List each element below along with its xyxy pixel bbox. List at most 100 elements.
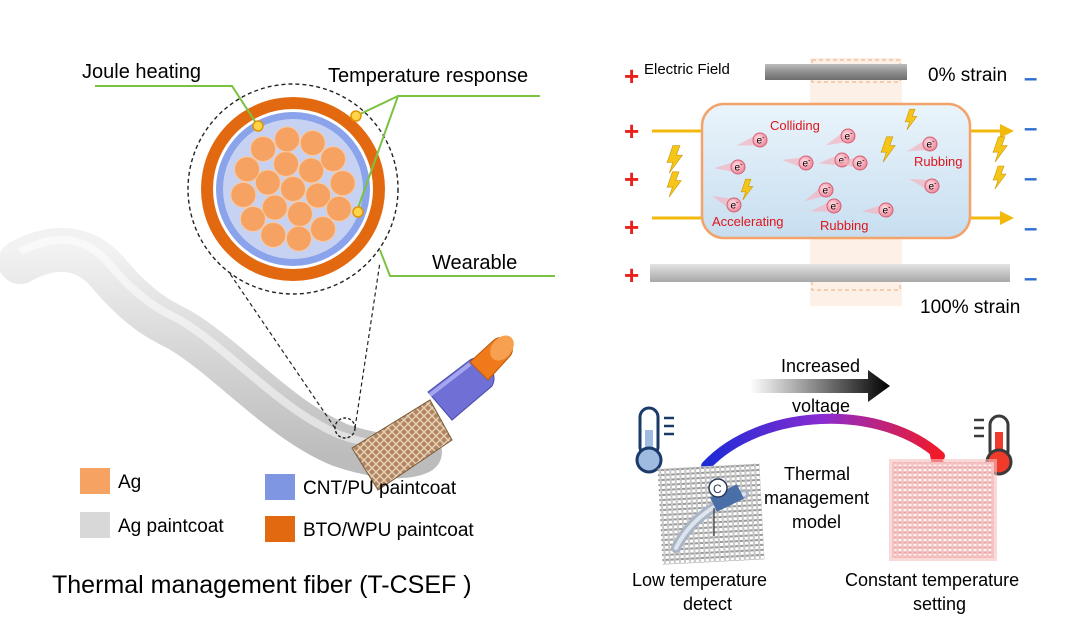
electron: e-: [782, 155, 814, 171]
silver-wire: [260, 221, 287, 248]
electron: e-: [804, 182, 834, 202]
plus-sign: +: [624, 164, 639, 194]
electron-body: [818, 182, 834, 198]
electron-symbol: e-: [803, 158, 812, 170]
callout-wearable: Wearable: [432, 252, 517, 274]
fabric-hot: [889, 459, 997, 561]
sensor-badge: [708, 478, 728, 498]
electron: e-: [736, 132, 768, 148]
strain-diagram: Electric Field 0% strain 100% strain + +…: [624, 58, 1037, 318]
silver-wire: [325, 195, 352, 222]
electron-body: [924, 178, 940, 194]
cross-section: [201, 97, 385, 281]
electron-group: e-e-e-e-e-e-e-e-e-e-e-e-: [711, 128, 940, 218]
model-label-3: model: [792, 512, 841, 532]
electron: e-: [818, 152, 850, 168]
electron: e-: [908, 178, 940, 194]
legend-label-ag: Ag: [118, 472, 141, 493]
electron-symbol: e-: [831, 201, 840, 213]
plus-sign: +: [624, 61, 639, 91]
lightning-bolt-icon: [880, 136, 896, 163]
silver-wire: [273, 150, 300, 177]
electron: e-: [906, 136, 938, 152]
legend-label-cnt-pu: CNT/PU paintcoat: [303, 478, 457, 499]
model-label-2: management: [764, 488, 869, 508]
silver-wire: [234, 156, 261, 183]
minus-sign: –: [1024, 115, 1037, 142]
lightning-bolt-icon: [992, 136, 1008, 163]
legend-label-bto-wpu: BTO/WPU paintcoat: [303, 520, 474, 541]
conductor-box: [700, 102, 972, 240]
electron: e-: [713, 159, 746, 175]
silver-wire: [261, 194, 288, 221]
electron-body: [730, 159, 746, 175]
caption-constant-temp-2: setting: [913, 594, 966, 614]
heating-transition-arc: [701, 413, 945, 471]
callout-temperature-response: Temperature response: [328, 65, 528, 87]
electron-symbol: e-: [823, 185, 832, 197]
legend-swatch-ag: [80, 468, 110, 494]
silver-wire: [285, 225, 312, 252]
electron-symbol: e-: [839, 155, 848, 167]
electron-symbol: e-: [757, 135, 766, 147]
fiber-illustration: Joule heating Temperature response Weara…: [0, 61, 555, 491]
electron-body: [878, 202, 894, 218]
plus-sign: +: [624, 116, 639, 146]
electron-symbol: e-: [929, 181, 938, 193]
electron-body: [798, 155, 814, 171]
lightning-bolt-icon: [904, 108, 918, 131]
legend-swatch-bto-wpu: [265, 516, 295, 542]
increased-voltage-arrow: [750, 370, 890, 402]
electric-field-label: Electric Field: [644, 61, 730, 78]
silver-wire: [299, 130, 326, 157]
thermometer-cold-icon: [635, 406, 674, 474]
thermal-management-diagram: Increased voltage: [632, 356, 1019, 614]
lightning-bolt-icon: [666, 145, 683, 174]
lightning-bolt-icon: [740, 178, 754, 201]
silver-wire: [239, 205, 266, 232]
caption-low-temp-2: detect: [683, 594, 732, 614]
electron: e-: [861, 202, 894, 218]
fabric-cold: C: [657, 463, 765, 565]
lightning-group: [666, 108, 1008, 201]
electron: e-: [711, 195, 742, 213]
legend-swatch-cnt-pu: [265, 474, 295, 500]
silver-wire: [298, 157, 325, 184]
strain-bar-0: [765, 64, 907, 80]
strain-label-100: 100% strain: [920, 297, 1020, 318]
callout-dots: [252, 110, 364, 218]
legend-swatch-ag-paintcoat: [80, 512, 110, 538]
minus-sign: –: [1024, 215, 1037, 242]
electron-symbol: e-: [845, 131, 854, 143]
caption-constant-temp-1: Constant temperature: [845, 570, 1019, 590]
label-colliding: Colliding: [770, 118, 820, 133]
electron-symbol: e-: [731, 200, 740, 212]
electron: e-: [835, 155, 868, 171]
electron-body: [922, 136, 938, 152]
minus-sign: –: [1024, 65, 1037, 92]
electron-body: [840, 128, 856, 144]
voltage-label-bottom: voltage: [792, 396, 850, 416]
electron: e-: [825, 128, 856, 146]
label-accelerating: Accelerating: [712, 214, 784, 229]
silver-wire: [254, 169, 281, 196]
electron-symbol: e-: [883, 205, 892, 217]
silver-wire: [250, 135, 277, 162]
strain-bar-100: [650, 264, 1010, 282]
plus-sign: +: [624, 260, 639, 290]
electron: e-: [810, 198, 842, 214]
caption-low-temp-1: Low temperature: [632, 570, 767, 590]
plus-sign: +: [624, 212, 639, 242]
field-arrows: [652, 124, 1014, 225]
callout-lines: [95, 85, 555, 277]
electron-body: [752, 132, 768, 148]
silver-wire: [280, 176, 306, 202]
legend: Ag Ag paintcoat CNT/PU paintcoat BTO/WPU…: [80, 468, 474, 542]
silver-wires: [230, 126, 356, 252]
silver-wire: [305, 182, 332, 209]
silver-wire: [230, 181, 257, 208]
label-rubbing-bottom: Rubbing: [820, 218, 868, 233]
electron-body: [726, 197, 742, 213]
silver-wire: [329, 170, 356, 197]
